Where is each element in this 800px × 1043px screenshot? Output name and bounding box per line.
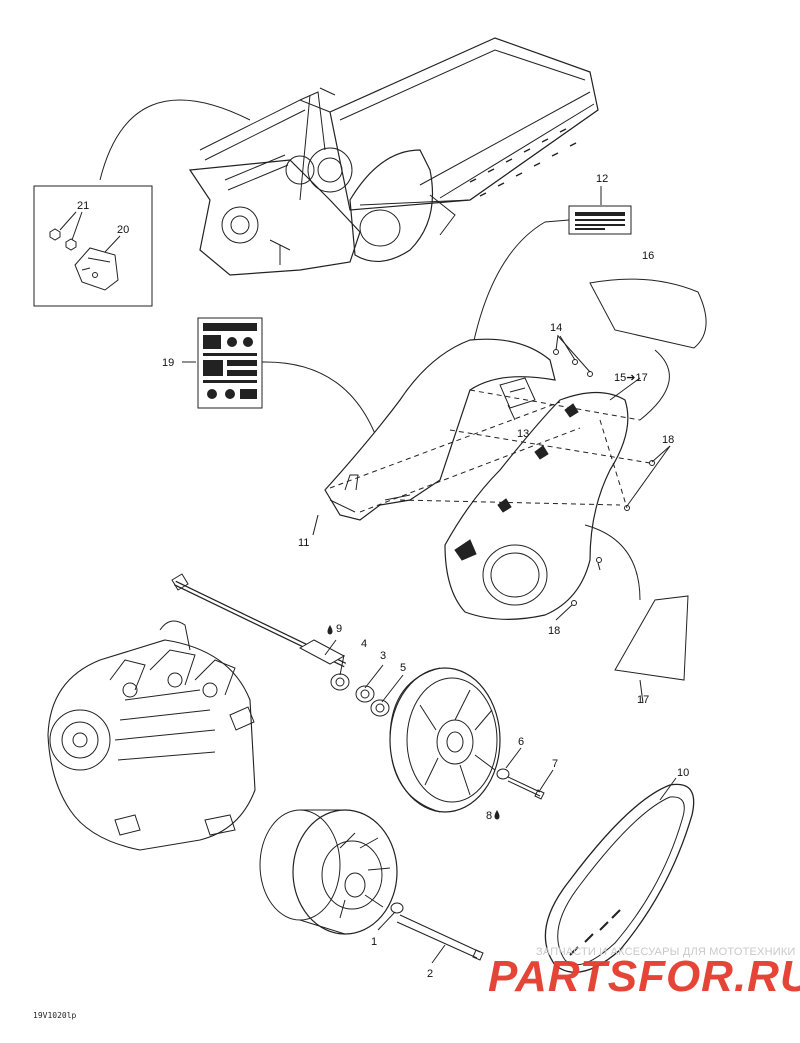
callout-18-lower: 18 — [548, 625, 561, 637]
callout-2: 2 — [427, 968, 434, 980]
callout-8: 8 — [486, 810, 493, 822]
leader-16 — [639, 349, 670, 421]
callout-10: 10 — [677, 767, 690, 779]
callout-21: 21 — [77, 200, 90, 212]
watermark-logo: PARTSFOR.RU — [488, 952, 800, 1001]
washer-bolt-1-2 — [390, 902, 484, 961]
belt-guard-outer — [444, 391, 629, 620]
callout-1: 1 — [371, 936, 378, 948]
parts-box-20-21 — [33, 185, 153, 307]
callout-17: 17 — [637, 694, 650, 706]
callout-9: 9 — [336, 623, 343, 635]
panel-17 — [614, 595, 689, 681]
callout-7: 7 — [552, 758, 559, 770]
callout-3: 3 — [380, 650, 387, 662]
callout-4: 4 — [361, 638, 368, 650]
callout-12: 12 — [596, 173, 609, 185]
washers — [330, 673, 390, 717]
callout-16: 16 — [642, 250, 655, 262]
leader-17 — [584, 524, 641, 601]
assembly-dashed-lines — [329, 389, 651, 513]
bolt-6-7 — [496, 768, 545, 800]
drive-pulley-upper — [389, 667, 501, 813]
callout-18-upper: 18 — [662, 434, 675, 446]
belt-guard-11 — [324, 338, 556, 521]
engine — [47, 620, 256, 851]
callout-11: 11 — [298, 537, 310, 549]
leader-chassis-box — [99, 99, 251, 181]
drive-shaft — [171, 573, 347, 668]
lubricant-drop-icon-9 — [327, 624, 333, 635]
lubricant-drop-icon-8 — [494, 809, 500, 820]
callout-5: 5 — [400, 662, 407, 674]
panel-16 — [589, 278, 707, 349]
chassis-frame — [188, 37, 599, 276]
callout-13: 13 — [517, 428, 530, 440]
diagram-code: 19V1020lp — [33, 1011, 77, 1020]
decal-12 — [568, 205, 632, 235]
callout-15-17: 15➔17 — [614, 372, 648, 384]
callout-20: 20 — [117, 224, 130, 236]
callout-19: 19 — [162, 357, 175, 369]
callout-14: 14 — [550, 322, 563, 334]
callout-leaders — [59, 186, 677, 964]
driven-pulley — [259, 809, 398, 935]
callout-6: 6 — [518, 736, 525, 748]
bracket-13 — [499, 377, 536, 409]
decal-19 — [197, 317, 263, 409]
watermark-tagline: ЗАПЧАСТИ И АКСЕСУАРЫ ДЛЯ МОТОТЕХНИКИ — [536, 946, 796, 958]
drive-belt-10 — [544, 783, 695, 973]
